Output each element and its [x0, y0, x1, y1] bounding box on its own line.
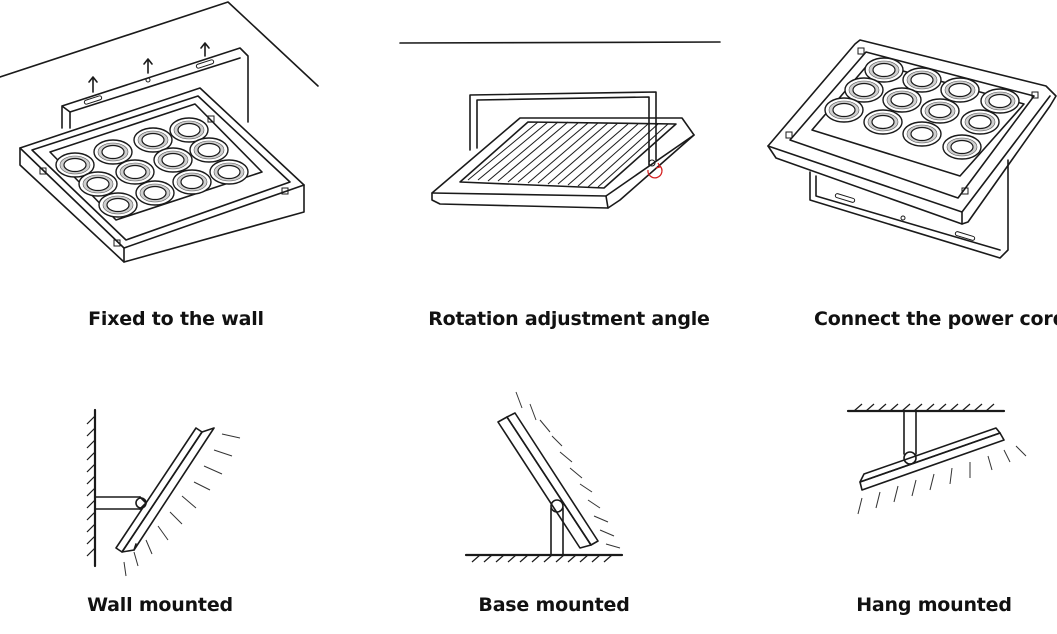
caption-base-mounted: Base mounted — [478, 594, 630, 616]
hang-mounted-illustration — [846, 403, 1027, 515]
caption-fixed-to-wall: Fixed to the wall — [88, 308, 264, 330]
caption-wall-mounted: Wall mounted — [87, 594, 233, 616]
led-lens-array — [824, 57, 1020, 160]
caption-hang-mounted: Hang mounted — [856, 594, 1012, 616]
led-lens-array — [55, 117, 249, 218]
connect-power-illustration — [767, 39, 1057, 259]
fixed-to-wall-illustration — [0, 1, 319, 263]
rotation-arrow-icon — [647, 165, 663, 179]
wall-mounted-illustration — [86, 408, 241, 577]
caption-rotation-adjustment: Rotation adjustment angle — [428, 308, 710, 330]
rotation-illustration — [399, 41, 721, 209]
caption-connect-power-cord: Connect the power cord — [814, 308, 1057, 330]
base-mounted-illustration — [464, 391, 624, 563]
